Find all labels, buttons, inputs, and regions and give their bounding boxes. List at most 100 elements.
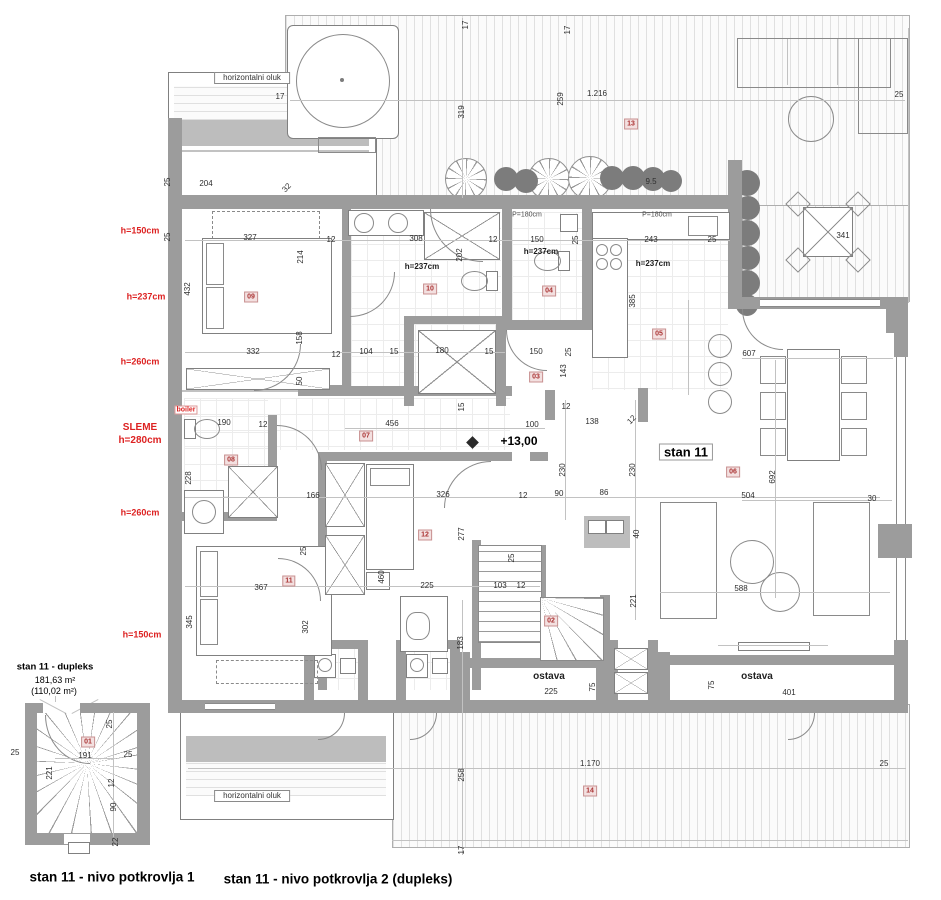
- label-dim: 22: [111, 837, 120, 847]
- label-dim: 25: [163, 232, 172, 242]
- sofa-divider: [837, 39, 838, 85]
- elevator-shaft: [418, 330, 496, 394]
- staircase-straight: [478, 545, 542, 643]
- cell-sink: [340, 658, 356, 674]
- wardrobe: [325, 463, 365, 527]
- terrace-bottom-deck: [392, 704, 910, 848]
- label-dim: 327: [243, 233, 257, 242]
- dining-chair: [760, 356, 786, 384]
- dining-table: [787, 349, 840, 461]
- jacuzzi-tub: [296, 34, 390, 128]
- dim-line: [742, 358, 893, 359]
- bar-stool: [708, 362, 732, 386]
- label-dim: 230: [628, 463, 637, 477]
- label-tag: 14: [583, 785, 597, 797]
- label-red: h=237cm: [126, 291, 166, 302]
- wall-hall-chunk: [545, 390, 555, 420]
- label-tag: 10: [423, 283, 437, 295]
- dim-line: [185, 497, 880, 498]
- shower: [228, 466, 278, 518]
- label-dim: 319: [457, 105, 466, 119]
- label-tag: 04: [542, 285, 556, 297]
- closet-dashed: [212, 211, 320, 239]
- bed: [366, 464, 414, 570]
- tree: [445, 158, 487, 200]
- label-dim: 150: [529, 347, 543, 356]
- label-dim: 332: [246, 347, 260, 356]
- label-dim: 90: [109, 802, 118, 812]
- inset-wall-top-right: [80, 703, 150, 713]
- dim-line: [462, 600, 463, 855]
- label-dim: 230: [558, 463, 567, 477]
- coffee-table: [730, 540, 774, 584]
- label-tag: 13: [624, 118, 638, 130]
- label-hin: h=237cm: [635, 259, 671, 268]
- label-dim: 504: [741, 491, 755, 500]
- pillow: [200, 599, 218, 645]
- wall-top-right-vertical: [728, 160, 742, 309]
- label-dim: 166: [306, 491, 320, 500]
- wall: [168, 118, 182, 200]
- inset-dim-line: [55, 758, 113, 759]
- label-dim: 15: [457, 402, 466, 412]
- inset-dim-line: [113, 712, 114, 837]
- tv-stand: [738, 642, 810, 651]
- label-dim: 12: [488, 235, 498, 244]
- rug-dashed: [216, 660, 318, 684]
- label-dim: 75: [707, 680, 716, 690]
- label-dim: 15: [484, 347, 494, 356]
- label-dim: 12: [107, 778, 116, 788]
- label-dim: 143: [559, 364, 568, 378]
- label-dim: 12: [561, 402, 571, 411]
- dim-line: [565, 400, 566, 520]
- label-red: h=150cm: [120, 225, 160, 236]
- label-dim: 150: [530, 235, 544, 244]
- wall-stair-right: [538, 545, 546, 601]
- label-dim: 228: [184, 471, 193, 485]
- label-dim: 25: [879, 759, 889, 768]
- label-oluk: horizontalni oluk: [214, 790, 290, 802]
- terrace-sofa-corner: [858, 38, 908, 134]
- caption-level-1: stan 11 - nivo potkrovlja 1: [29, 869, 195, 885]
- nightstand: [366, 572, 390, 590]
- terrace-table: [803, 207, 853, 257]
- dim-line: [742, 500, 892, 501]
- desk: [400, 596, 448, 652]
- wall-cell: [396, 640, 406, 702]
- wall-cell: [304, 640, 314, 702]
- window-right: [896, 357, 906, 641]
- label-dim: 460: [377, 570, 386, 584]
- label-dim: 15: [389, 347, 399, 356]
- dining-chair: [841, 356, 867, 384]
- dining-chair: [841, 428, 867, 456]
- desk-chair: [406, 612, 430, 640]
- sink: [192, 500, 216, 524]
- label-dim: 25: [894, 90, 904, 99]
- wall-stair-left: [472, 540, 481, 690]
- label-dim: 25: [163, 177, 172, 187]
- wall-elevator-left: [404, 316, 414, 406]
- label-dim: 12: [326, 235, 336, 244]
- wall-chunk: [298, 385, 342, 396]
- wall-cell: [450, 640, 460, 702]
- label-dim: 75: [588, 682, 597, 692]
- pillow: [206, 243, 224, 285]
- inset-title: stan 11 - dupleks: [16, 661, 94, 673]
- dining-chair: [841, 392, 867, 420]
- label-dim: 25: [10, 748, 20, 757]
- shaft-unit: [614, 672, 648, 694]
- label-dim: 25: [707, 235, 717, 244]
- wall-bottom: [168, 700, 908, 713]
- inset-wall-top-left: [25, 703, 43, 713]
- shrub: [600, 166, 624, 190]
- label-dim: 17: [563, 25, 572, 35]
- label-dim: 100: [525, 420, 539, 429]
- label-dim: 221: [629, 594, 638, 608]
- label-dim: 30: [867, 494, 877, 503]
- label-red: h=260cm: [120, 507, 160, 518]
- label-dim: 25: [105, 719, 114, 729]
- sofa: [813, 502, 870, 616]
- label-tag: 06: [726, 466, 740, 478]
- label-dim: 138: [585, 417, 599, 426]
